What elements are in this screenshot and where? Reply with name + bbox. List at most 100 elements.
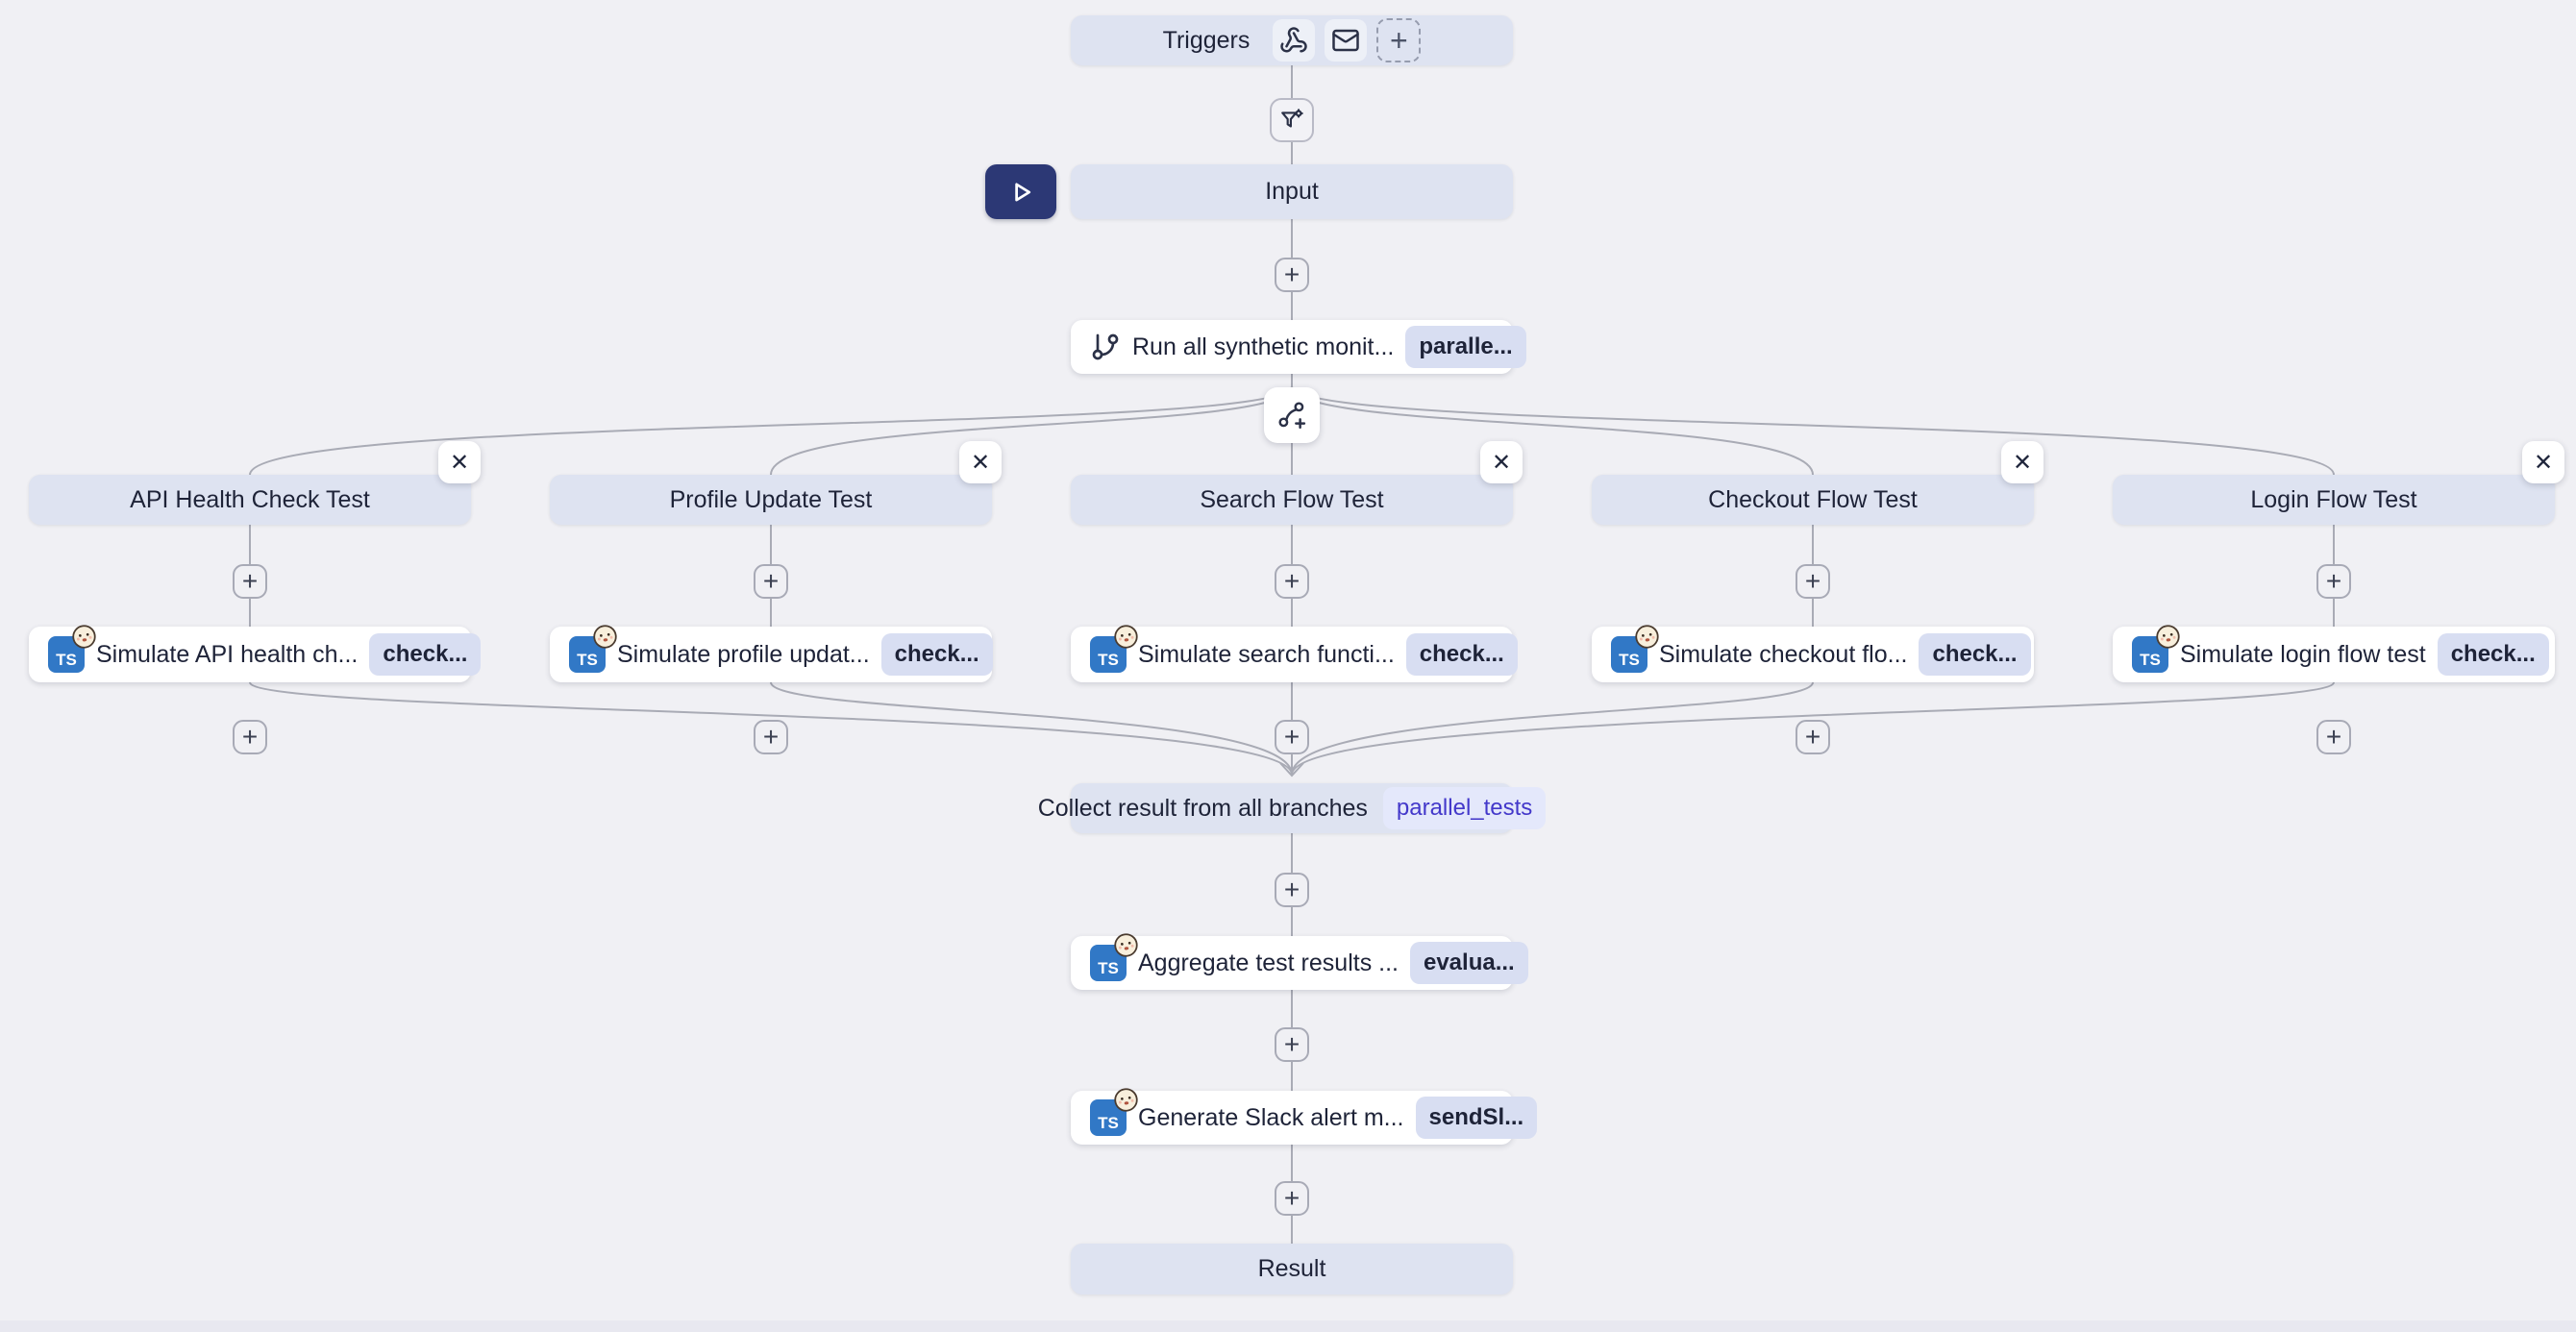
ts-logo-text: TS xyxy=(1098,959,1119,977)
face-emoji-icon xyxy=(72,625,96,649)
step-label: Simulate API health ch... xyxy=(96,640,359,668)
close-icon: ✕ xyxy=(2533,449,2554,476)
remove-branch-button[interactable]: ✕ xyxy=(1480,441,1523,483)
plus-icon: + xyxy=(1283,722,1300,752)
add-step-button[interactable]: + xyxy=(2316,564,2351,599)
step-function-badge: check... xyxy=(880,633,993,676)
close-icon: ✕ xyxy=(1491,449,1512,476)
add-step-button[interactable]: + xyxy=(1275,873,1309,907)
webhook-trigger-button[interactable] xyxy=(1273,19,1316,62)
branch-step-node[interactable]: TS Simulate profile updat... check... xyxy=(550,625,993,682)
add-step-button[interactable]: + xyxy=(1796,564,1830,599)
remove-branch-button[interactable]: ✕ xyxy=(438,441,481,483)
face-emoji-icon xyxy=(1114,933,1138,957)
add-trigger-button[interactable]: + xyxy=(1376,18,1422,62)
input-node[interactable]: Input xyxy=(1071,164,1513,219)
close-icon: ✕ xyxy=(2012,449,2033,476)
ts-logo-text: TS xyxy=(1098,1114,1119,1132)
step-label: Run all synthetic monit... xyxy=(1132,333,1395,360)
ts-logo-text: TS xyxy=(1619,651,1640,669)
add-step-button[interactable]: + xyxy=(754,564,788,599)
plus-icon: + xyxy=(762,566,780,596)
step-function-badge: check... xyxy=(2437,633,2549,676)
add-step-button[interactable]: + xyxy=(1275,258,1309,292)
triggers-node[interactable]: Triggers + xyxy=(1071,15,1513,65)
step-function-badge: check... xyxy=(369,633,482,676)
branch-step-node[interactable]: TS Simulate checkout flo... check... xyxy=(1592,625,2034,682)
step-label: Simulate checkout flo... xyxy=(1659,640,1908,668)
branch-step-node[interactable]: TS Simulate search functi... check... xyxy=(1071,625,1518,682)
plus-icon: + xyxy=(1283,1029,1300,1059)
typescript-icon: TS xyxy=(1090,625,1138,673)
canvas-bottom-edge xyxy=(0,1320,2576,1332)
plus-icon: + xyxy=(1804,566,1821,596)
collect-result-node[interactable]: Collect result from all branches paralle… xyxy=(1038,783,1547,833)
branch-title: Profile Update Test xyxy=(669,485,873,513)
mail-icon xyxy=(1332,29,1360,52)
result-node[interactable]: Result xyxy=(1071,1244,1513,1295)
aggregate-step-node[interactable]: TS Aggregate test results ... evalua... xyxy=(1071,933,1528,990)
branch-header[interactable]: Checkout Flow Test xyxy=(1592,475,2034,525)
ts-logo-text: TS xyxy=(577,651,598,669)
filter-settings-icon xyxy=(1281,109,1303,128)
face-emoji-icon xyxy=(593,625,617,649)
add-step-button[interactable]: + xyxy=(2316,720,2351,754)
face-emoji-icon xyxy=(2156,625,2180,649)
branch-header[interactable]: Login Flow Test xyxy=(2113,475,2555,525)
branch-header[interactable]: API Health Check Test xyxy=(29,475,471,525)
plus-icon: + xyxy=(1283,1183,1300,1213)
close-icon: ✕ xyxy=(449,449,470,476)
typescript-icon: TS xyxy=(1090,1088,1138,1136)
add-step-button[interactable]: + xyxy=(754,720,788,754)
triggers-label: Triggers xyxy=(1162,26,1251,54)
branch-ref-badge: parallel_tests xyxy=(1382,787,1547,829)
add-branch-icon xyxy=(1278,402,1306,430)
ts-logo-text: TS xyxy=(1098,651,1119,669)
typescript-icon: TS xyxy=(2132,625,2180,673)
add-step-button[interactable]: + xyxy=(1275,720,1309,754)
remove-branch-button[interactable]: ✕ xyxy=(2001,441,2043,483)
filter-settings-button[interactable] xyxy=(1270,98,1314,142)
step-function-badge: sendSl... xyxy=(1415,1097,1538,1139)
step-label: Aggregate test results ... xyxy=(1138,949,1399,976)
step-function-badge: evalua... xyxy=(1409,942,1528,984)
run-workflow-button[interactable] xyxy=(985,164,1056,219)
step-function-badge: paralle... xyxy=(1405,326,1526,368)
add-step-button[interactable]: + xyxy=(1796,720,1830,754)
add-step-button[interactable]: + xyxy=(1275,564,1309,599)
plus-icon: + xyxy=(1390,22,1408,58)
add-step-button[interactable]: + xyxy=(233,720,267,754)
result-label: Result xyxy=(1257,1255,1326,1282)
step-function-badge: check... xyxy=(1405,633,1518,676)
step-label: Simulate search functi... xyxy=(1138,640,1395,668)
plus-icon: + xyxy=(1804,722,1821,752)
plus-icon: + xyxy=(2325,722,2342,752)
branch-header[interactable]: Profile Update Test xyxy=(550,475,992,525)
face-emoji-icon xyxy=(1114,625,1138,649)
slack-alert-step-node[interactable]: TS Generate Slack alert m... sendSl... xyxy=(1071,1088,1538,1145)
branch-step-node[interactable]: TS Simulate login flow test check... xyxy=(2113,625,2555,682)
branch-header[interactable]: Search Flow Test xyxy=(1071,475,1513,525)
git-branch-icon xyxy=(1092,333,1119,360)
typescript-icon: TS xyxy=(48,625,96,673)
email-trigger-button[interactable] xyxy=(1325,19,1368,62)
play-icon xyxy=(1015,183,1031,201)
branch-title: API Health Check Test xyxy=(130,485,370,513)
plus-icon: + xyxy=(241,566,259,596)
run-all-step-node[interactable]: Run all synthetic monit... paralle... xyxy=(1071,320,1526,374)
add-branch-button[interactable] xyxy=(1264,387,1320,443)
remove-branch-button[interactable]: ✕ xyxy=(959,441,1002,483)
branch-title: Checkout Flow Test xyxy=(1708,485,1918,513)
add-step-button[interactable]: + xyxy=(233,564,267,599)
step-label: Simulate profile updat... xyxy=(617,640,870,668)
webhook-icon xyxy=(1280,27,1308,53)
close-icon: ✕ xyxy=(970,449,991,476)
step-label: Simulate login flow test xyxy=(2180,640,2426,668)
add-step-button[interactable]: + xyxy=(1275,1027,1309,1062)
plus-icon: + xyxy=(2325,566,2342,596)
branch-title: Login Flow Test xyxy=(2250,485,2417,513)
branch-step-node[interactable]: TS Simulate API health ch... check... xyxy=(29,625,482,682)
remove-branch-button[interactable]: ✕ xyxy=(2522,441,2564,483)
ts-logo-text: TS xyxy=(2140,651,2161,669)
add-step-button[interactable]: + xyxy=(1275,1181,1309,1216)
